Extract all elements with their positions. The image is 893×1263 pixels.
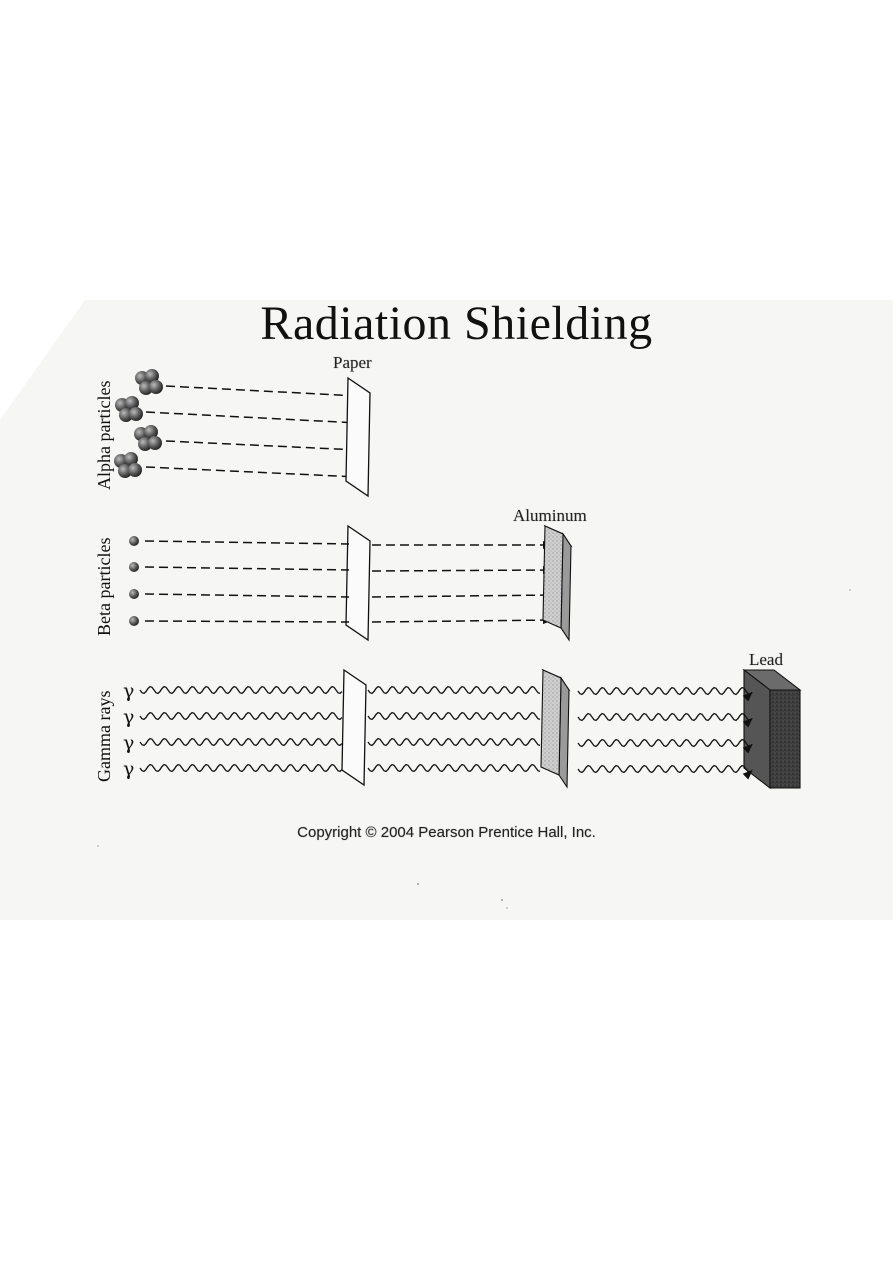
gamma-symbol: γ xyxy=(123,706,134,728)
beta-row xyxy=(129,524,573,642)
alpha-particle xyxy=(135,369,163,395)
aluminum-shield xyxy=(542,524,573,642)
alpha-path xyxy=(145,466,359,481)
beta-particle xyxy=(129,589,139,599)
alpha-row xyxy=(114,369,371,498)
beta-path xyxy=(144,620,350,623)
beta-path xyxy=(371,591,553,600)
beta-path xyxy=(371,616,553,625)
paper-label: Paper xyxy=(333,353,372,372)
alpha-path xyxy=(165,385,359,400)
gamma-path xyxy=(367,711,541,721)
beta-path xyxy=(371,566,553,575)
gamma-path xyxy=(139,737,343,747)
alpha-path xyxy=(165,440,359,454)
beta-path xyxy=(144,593,350,598)
beta-path xyxy=(144,566,350,571)
gamma-path xyxy=(577,764,753,780)
gamma-path xyxy=(139,711,343,721)
lead-label: Lead xyxy=(749,650,783,669)
gamma-path xyxy=(577,686,753,702)
paper-shield xyxy=(341,668,367,787)
gamma-path xyxy=(139,685,343,695)
gamma-symbol: γ xyxy=(123,680,134,702)
alpha-particle xyxy=(115,396,143,422)
beta-particle xyxy=(129,616,139,626)
gamma-path xyxy=(367,685,541,695)
beta-particle xyxy=(129,536,139,546)
gamma-path xyxy=(577,738,753,754)
page-title: Radiation Shielding xyxy=(260,297,653,350)
copyright-notice: Copyright © 2004 Pearson Prentice Hall, … xyxy=(297,824,596,841)
gamma-path xyxy=(367,737,541,747)
gamma-path xyxy=(139,763,343,773)
paper-shield xyxy=(345,376,371,498)
aluminum-label: Aluminum xyxy=(513,506,587,525)
gamma-row: γ γ γ γ xyxy=(123,668,802,790)
scan-specks xyxy=(97,589,851,909)
alpha-particle xyxy=(114,452,142,478)
aluminum-shield xyxy=(540,668,571,789)
gamma-symbol: γ xyxy=(123,758,134,780)
gamma-path xyxy=(577,712,753,728)
beta-particle xyxy=(129,562,139,572)
gamma-symbol: γ xyxy=(123,732,134,754)
paper-shield xyxy=(345,524,371,642)
alpha-path xyxy=(145,411,359,427)
beta-path xyxy=(144,540,350,545)
scanned-sheet xyxy=(0,300,893,920)
gamma-path xyxy=(367,763,541,773)
lead-shield xyxy=(742,668,802,790)
gamma-wave-paths xyxy=(139,685,753,780)
folded-corner xyxy=(0,300,85,420)
alpha-particle xyxy=(134,425,162,451)
